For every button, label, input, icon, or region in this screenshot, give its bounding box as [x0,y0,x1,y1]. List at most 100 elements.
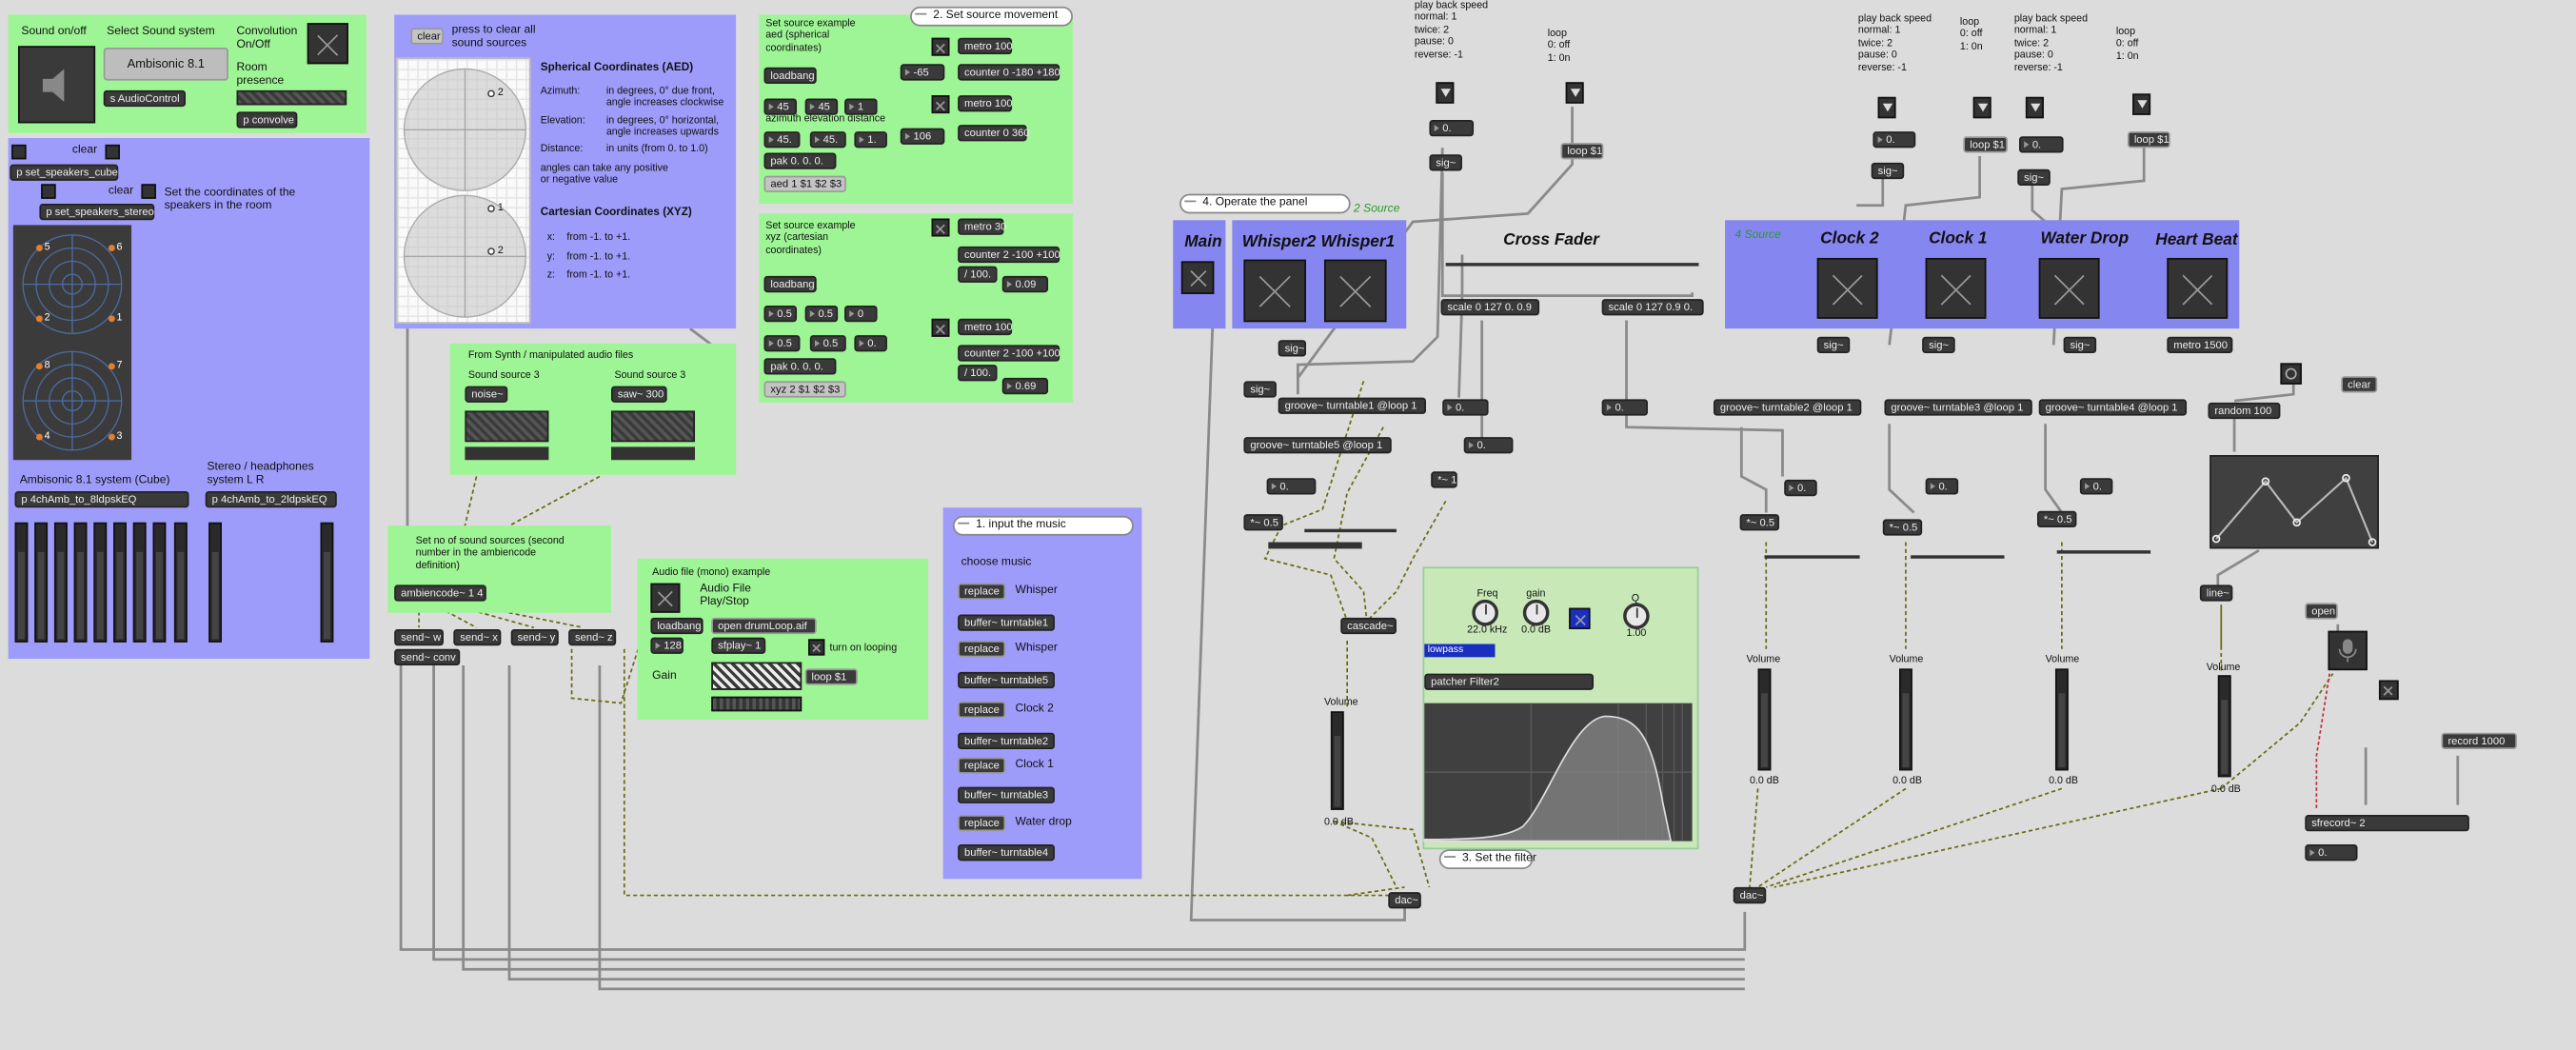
loop-input-2[interactable] [1969,93,1995,120]
buffer-object-4[interactable]: buffer~ turntable3 [958,786,1056,803]
whisper1-toggle[interactable] [1323,259,1387,323]
heartbeat-toggle[interactable] [2167,257,2229,319]
audio-loop-message[interactable]: loop $1 [804,668,858,685]
mul-object-3[interactable]: *~ 0.5 [1739,514,1780,531]
xyz-float-3[interactable]: 0. [854,335,887,352]
groove-turntable4[interactable]: groove~ turntable4 @loop 1 [2038,399,2188,416]
xyz-number-3[interactable]: 0 [844,305,878,323]
random-object[interactable]: random 100 [2208,402,2281,420]
noise-gain-slider[interactable] [465,410,549,443]
loop-input-3[interactable] [2128,90,2154,117]
metro-1500[interactable]: metro 1500 [2167,336,2233,354]
xyz-float-1[interactable]: 0.5 [763,335,801,352]
loop-message-1[interactable]: loop $1 [1560,143,1604,160]
send-y-object[interactable]: send~ y [510,628,559,646]
mid-slider-1[interactable] [1304,528,1397,533]
scale-object-2[interactable]: scale 0 127 0.9 0. [1601,299,1704,316]
clear-cube-bang[interactable] [11,144,27,160]
source-slider-3[interactable] [2056,550,2151,554]
aed-loadbang[interactable]: loadbang [763,67,817,85]
groove-turntable2[interactable]: groove~ turntable2 @loop 1 [1714,399,1862,416]
xyz-pak[interactable]: pak 0. 0. 0. [763,358,837,375]
convolve-object[interactable]: p convolve [236,111,298,129]
source-slider-1[interactable] [1764,555,1860,559]
xyz-div-2[interactable]: / 100. [958,365,998,382]
line-object[interactable]: line~ [2199,584,2233,602]
sig-object-2[interactable]: sig~ [1871,162,1905,180]
loop-input-1[interactable] [1561,79,1588,106]
send-x-object[interactable]: send~ x [453,628,502,646]
main-toggle[interactable] [1180,261,1215,294]
gain-knob[interactable] [1522,599,1550,626]
send-z-object[interactable]: send~ z [568,628,617,646]
xyz-float-2[interactable]: 0.5 [809,335,846,352]
sig-object-5[interactable]: sig~ [1243,381,1277,398]
record-1000-message[interactable]: record 1000 [2441,732,2517,749]
aed-counter-1[interactable]: counter 0 -180 +180 [958,64,1060,81]
mul-object-5[interactable]: *~ 0.5 [2036,510,2077,527]
sig-object-8[interactable]: sig~ [2063,336,2097,354]
filter-graph[interactable] [1423,703,1693,842]
record-time-number[interactable]: 0. [2305,844,2358,862]
aed-float-2[interactable]: 45. [809,131,846,149]
envelope-function-editor[interactable] [2209,455,2379,549]
scale-object-1[interactable]: scale 0 127 0. 0.9 [1440,299,1540,316]
volume-slider-2[interactable] [1757,668,1772,771]
xyz-toggle-2[interactable] [931,318,950,337]
send-conv-object[interactable]: send~ conv [394,648,461,665]
crossfade-number-2[interactable]: 0. [1601,399,1648,416]
sig-object-6[interactable]: sig~ [1816,336,1851,354]
xyz-loadbang[interactable]: loadbang [763,275,817,293]
aed-counter-2[interactable]: counter 0 360 [958,125,1030,142]
clear-cube-bang-2[interactable] [105,144,120,160]
aed-float-3[interactable]: 1. [854,131,887,149]
clear-sources-button[interactable]: clear [410,28,444,45]
filter-mode-menu[interactable]: lowpass [1424,644,1496,658]
volume-slider-1[interactable] [1330,711,1344,810]
mul-object-1[interactable]: *~ 1 [1431,471,1457,488]
mul-object-4[interactable]: *~ 0.5 [1882,519,1923,536]
xyz-number-2[interactable]: 0.5 [804,305,839,323]
aed-metro-2[interactable]: metro 100 [958,95,1013,112]
mid-slider-2[interactable] [1268,542,1362,549]
saw-gain-slider[interactable] [610,410,696,443]
cross-fader-slider[interactable] [1445,263,1699,267]
xyz-metro-2[interactable]: metro 100 [958,318,1013,336]
speed-number-3[interactable]: 0. [2019,136,2064,153]
mul-object-2[interactable]: *~ 0.5 [1243,514,1283,531]
clear-envelope-message[interactable]: clear [2341,376,2378,393]
room-presence-slider[interactable] [236,89,347,106]
replace-message-2[interactable]: replace [958,641,1006,658]
q-knob[interactable] [1623,603,1650,629]
groove-turntable5[interactable]: groove~ turntable5 @loop 1 [1243,437,1392,454]
loop-toggle[interactable] [808,639,825,656]
replace-message-1[interactable]: replace [958,583,1006,600]
xyz-counter-1[interactable]: counter 2 -100 +100 [958,246,1060,264]
freq-knob[interactable] [1472,599,1498,626]
crossfade-number-1[interactable]: 0. [1442,399,1489,416]
aed-toggle-2[interactable] [931,95,950,114]
noise-object[interactable]: noise~ [465,386,508,403]
sig-object-7[interactable]: sig~ [1922,336,1955,354]
speed-input-3[interactable] [2021,93,2048,120]
clock1-toggle[interactable] [1925,257,1987,319]
audio-loadbang[interactable]: loadbang [650,617,703,635]
open-record-message[interactable]: open [2305,603,2338,620]
record-button[interactable] [2328,630,2368,671]
volume-slider-3[interactable] [1899,668,1912,771]
xyz-number-1[interactable]: 0.5 [763,305,798,323]
speed-input-1[interactable] [1431,79,1457,106]
replace-message-3[interactable]: replace [958,701,1006,719]
audio-gain-slider[interactable] [711,662,803,690]
replace-message-5[interactable]: replace [958,814,1006,832]
speed-number-2[interactable]: 0. [1873,131,1916,149]
set-speakers-stereo-object[interactable]: p set_speakers_stereo [39,203,155,221]
sound-system-menu[interactable]: Ambisonic 8.1 [103,48,228,81]
groove-turntable3[interactable]: groove~ turntable3 @loop 1 [1884,399,2032,416]
sfrecord-object[interactable]: sfrecord~ 2 [2305,814,2469,832]
dac-object-2[interactable]: dac~ [1733,886,1767,904]
ambiencode-object[interactable]: ambiencode~ 1 4 [394,584,486,602]
send-w-object[interactable]: send~ w [394,628,444,646]
volume-slider-4[interactable] [2054,668,2069,771]
speed-input-2[interactable] [1873,93,1899,120]
